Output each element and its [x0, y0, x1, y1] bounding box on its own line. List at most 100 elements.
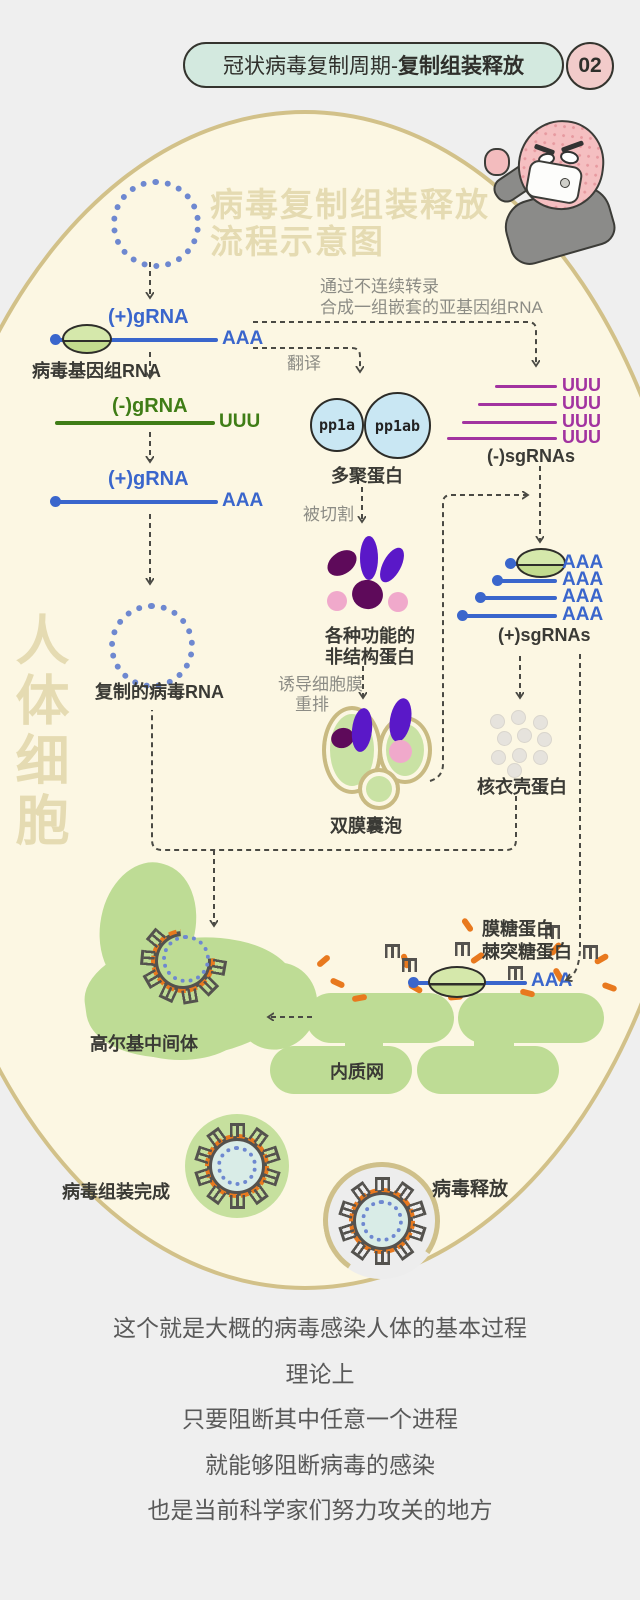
polyprotein-label: 多聚蛋白: [331, 466, 403, 486]
poly-a-tail: AAA: [222, 490, 264, 511]
cleave-label: 被切割: [303, 505, 354, 524]
spike-protein-icon: [402, 958, 417, 972]
released-label: 病毒释放: [432, 1179, 509, 1200]
replicated-rna-coil-icon: [104, 598, 200, 694]
er-cisterna: [417, 1046, 559, 1094]
spike-protein-icon: [374, 1177, 390, 1191]
transcription-note-line1: 通过不连续转录: [320, 277, 439, 296]
nsp-label-line1: 各种功能的: [325, 626, 415, 646]
replicated-rna-label: 复制的病毒RNA: [95, 682, 224, 702]
poly-a-tail: AAA: [531, 970, 573, 991]
viral-genome-coil-icon: [106, 174, 206, 274]
footer-line: 理论上: [285, 1360, 355, 1387]
poly-a-tail: AAA: [562, 604, 604, 625]
genome-rna-label: 病毒基因组RNA: [32, 361, 161, 381]
pos-grna2-line: [55, 500, 218, 504]
golgi-blob: [118, 998, 243, 1060]
poly-a-tail: AAA: [562, 569, 604, 590]
header-title-prefix: 冠状病毒复制周期-: [223, 55, 398, 78]
n-protein-dot: [533, 750, 548, 765]
n-protein-dot: [517, 728, 532, 743]
vesicle: [358, 768, 400, 810]
neg-sgrnas-label: (-)sgRNAs: [487, 446, 575, 466]
poly-a-tail: AAA: [562, 586, 604, 607]
diagram-title-line1: 病毒复制组装释放: [210, 186, 490, 223]
diagram-title: 病毒复制组装释放 流程示意图: [210, 186, 490, 260]
rna-cap-dot: [50, 334, 61, 345]
footer-line: 这个就是大概的病毒感染人体的基本过程: [113, 1315, 527, 1341]
nucleocapsid-label: 核衣壳蛋白: [477, 777, 567, 797]
vesicle-protein: [389, 740, 412, 763]
spike-protein-icon: [508, 966, 523, 980]
n-protein-dot: [490, 714, 505, 729]
nsp-blob: [388, 592, 408, 612]
pos-sgrna-line: [497, 579, 557, 583]
budding-virus: [137, 915, 229, 1007]
pos-sgrna-line: [462, 614, 557, 618]
neg-sgrna-line: [462, 421, 557, 424]
neg-sgrna-line: [478, 403, 557, 406]
poly-u-tail: UUU: [219, 411, 261, 432]
n-protein-dot: [537, 732, 552, 747]
n-protein-dot: [512, 748, 527, 763]
spike-protein-icon: [583, 945, 598, 959]
n-protein-dot: [511, 710, 526, 725]
footer-text: 这个就是大概的病毒感染人体的基本过程 理论上 只要阻断其中任意一个进程 就能够阻…: [0, 1306, 640, 1534]
poly-a-tail: AAA: [222, 328, 264, 349]
header-title-pill: 冠状病毒复制周期-复制组装释放: [183, 42, 564, 88]
poly-a-tail: AAA: [562, 552, 604, 573]
footer-line: 就能够阻断病毒的感染: [205, 1451, 435, 1478]
virus-rna-coil: [361, 1200, 403, 1242]
page-number-badge: 02: [566, 42, 614, 90]
rna-cap-dot: [50, 496, 61, 507]
legend-spike-icon: [455, 942, 470, 956]
n-protein-dot: [533, 715, 548, 730]
poly-u-tail: UUU: [562, 375, 601, 395]
legend-spike-label: 棘突糖蛋白: [482, 942, 572, 962]
header-title-bold: 复制组装释放: [398, 55, 524, 78]
footer-line: 只要阻断其中任意一个进程: [182, 1406, 458, 1432]
spike-protein-icon: [210, 958, 227, 976]
footer-line: 也是当前科学家们努力攻关的地方: [147, 1497, 493, 1523]
n-protein-dot: [491, 750, 506, 765]
pos-grna-label: (+)gRNA: [108, 306, 189, 328]
spike-protein-icon: [229, 1123, 245, 1137]
spike-protein-icon: [545, 925, 560, 939]
ribosome-icon: [516, 548, 566, 578]
spike-protein-icon: [374, 1251, 390, 1265]
poly-u-tail: UUU: [562, 411, 601, 431]
pos-grna-line: [55, 338, 218, 342]
nsp-blob: [327, 591, 347, 611]
neg-grna-line: [55, 421, 215, 425]
assembled-label: 病毒组装完成: [62, 1182, 170, 1202]
spike-protein-icon: [385, 944, 400, 958]
cell-vertical-label: 人体细胞: [7, 612, 67, 852]
spike-protein-icon: [139, 949, 155, 966]
poly-u-tail: UUU: [562, 393, 601, 413]
pp1ab-circle: pp1ab: [364, 392, 431, 459]
translate-label: 翻译: [287, 354, 321, 373]
mascot-fist: [484, 148, 510, 176]
dmv-label: 双膜囊泡: [330, 816, 402, 836]
transcription-note-line2: 合成一组嵌套的亚基因组RNA: [320, 298, 543, 317]
ribosome-icon: [62, 324, 112, 354]
legend-membrane-label: 膜糖蛋白: [482, 919, 554, 939]
virus-rna-coil: [217, 1146, 257, 1186]
budding-virus-rna-coil: [162, 935, 210, 983]
diagram-title-line2: 流程示意图: [210, 223, 385, 260]
n-protein-dot: [497, 731, 512, 746]
poly-u-tail: UUU: [562, 427, 601, 447]
neg-sgrna-line: [447, 437, 557, 440]
induce-note-line1: 诱导细胞膜: [278, 675, 363, 694]
pos-sgrna-line: [480, 596, 557, 600]
spike-protein-icon: [229, 1195, 245, 1209]
pos-sgrnas-label: (+)sgRNAs: [498, 625, 591, 645]
golgi-label: 高尔基中间体: [90, 1034, 198, 1054]
er-label: 内质网: [330, 1062, 384, 1082]
neg-grna-label: (-)gRNA: [112, 395, 188, 417]
ribosome-icon: [428, 966, 486, 998]
nsp-blob: [360, 536, 378, 580]
assembled-virus: [193, 1123, 281, 1209]
pos-grna2-label: (+)gRNA: [108, 468, 189, 490]
